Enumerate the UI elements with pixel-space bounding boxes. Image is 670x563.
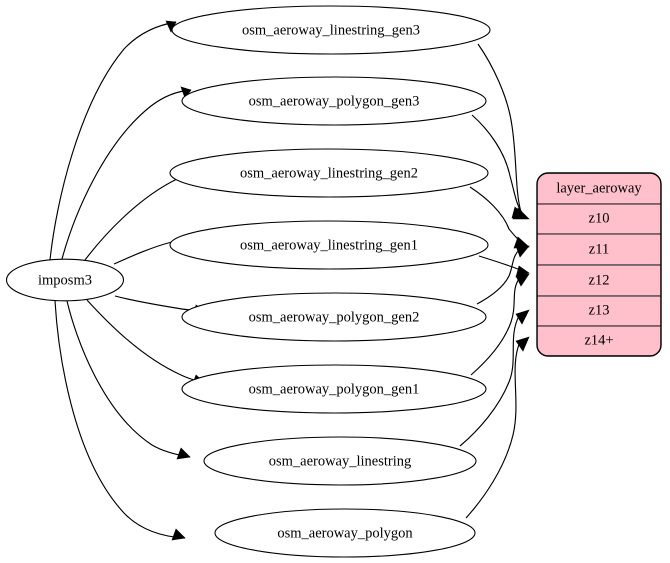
layer-row-z11-label: z11 bbox=[589, 241, 609, 257]
edge-osm_aeroway_linestring_gen2-to-z11 bbox=[469, 186, 530, 249]
layer-row-z13-label: z13 bbox=[589, 302, 610, 318]
layer-table-outline bbox=[536, 172, 662, 357]
edge-osm_aeroway_linestring-to-z13 bbox=[459, 309, 530, 447]
node-osm_aeroway_polygon_gen3-shape[interactable] bbox=[181, 76, 487, 126]
node-osm_aeroway_linestring_gen1[interactable]: osm_aeroway_linestring_gen1 bbox=[169, 220, 489, 270]
node-osm_aeroway_linestring-label: osm_aeroway_linestring bbox=[269, 453, 412, 469]
layer-row-z12-cell[interactable] bbox=[537, 264, 661, 297]
node-osm_aeroway_polygon_gen1-shape[interactable] bbox=[181, 364, 487, 414]
node-osm_aeroway_polygon-shape[interactable] bbox=[214, 508, 476, 558]
node-imposm3[interactable]: imposm3 bbox=[5, 258, 125, 302]
layer-row-z14plus-label: z14+ bbox=[584, 332, 613, 348]
node-osm_aeroway_linestring_gen2[interactable]: osm_aeroway_linestring_gen2 bbox=[169, 148, 489, 198]
node-osm_aeroway_polygon[interactable]: osm_aeroway_polygon bbox=[214, 508, 476, 558]
edge-imposm3-to-osm_aeroway_linestring bbox=[66, 300, 191, 460]
layer-row-z11-cell[interactable] bbox=[537, 233, 661, 266]
layer-row-header-cell[interactable] bbox=[537, 173, 661, 205]
layer-row-z14plus-cell[interactable] bbox=[537, 325, 661, 356]
node-osm_aeroway_polygon_gen2[interactable]: osm_aeroway_polygon_gen2 bbox=[181, 292, 487, 342]
layer-row-z12-label: z12 bbox=[589, 272, 610, 288]
layer-row-z10-cell[interactable] bbox=[537, 203, 661, 235]
edge-osm_aeroway_polygon_gen3-to-z10 bbox=[471, 114, 530, 220]
layer-row-z10-label: z10 bbox=[589, 210, 610, 226]
node-osm_aeroway_linestring_gen3-shape[interactable] bbox=[171, 5, 491, 55]
node-osm_aeroway_polygon-label: osm_aeroway_polygon bbox=[277, 525, 413, 541]
node-osm_aeroway_linestring_gen2-shape[interactable] bbox=[169, 148, 489, 198]
node-osm_aeroway_linestring_gen1-shape[interactable] bbox=[169, 220, 489, 270]
edge-osm_aeroway_polygon_gen2-to-z11 bbox=[476, 245, 530, 305]
node-layer_aeroway[interactable]: layer_aeroway z10 z11 z12 z13 z14+ bbox=[536, 172, 662, 357]
edge-osm_aeroway_polygon_gen1-to-z12 bbox=[470, 273, 530, 376]
node-osm_aeroway_polygon_gen1[interactable]: osm_aeroway_polygon_gen1 bbox=[181, 364, 487, 414]
node-osm_aeroway_linestring_gen3-label: osm_aeroway_linestring_gen3 bbox=[242, 22, 420, 38]
edge-osm_aeroway_polygon-to-z14plus bbox=[465, 336, 530, 519]
node-osm_aeroway_linestring_gen3[interactable]: osm_aeroway_linestring_gen3 bbox=[171, 5, 491, 55]
node-imposm3-shape[interactable] bbox=[5, 258, 125, 302]
node-osm_aeroway_linestring_gen2-label: osm_aeroway_linestring_gen2 bbox=[240, 165, 418, 181]
edge-group-tables-to-layer bbox=[459, 43, 530, 519]
node-osm_aeroway_polygon_gen3-label: osm_aeroway_polygon_gen3 bbox=[249, 93, 420, 109]
edge-osm_aeroway_linestring_gen3-to-z10 bbox=[477, 43, 528, 219]
layer-row-header-label: layer_aeroway bbox=[556, 180, 642, 196]
node-osm_aeroway_polygon_gen2-shape[interactable] bbox=[181, 292, 487, 342]
node-imposm3-label: imposm3 bbox=[38, 272, 92, 288]
node-osm_aeroway_linestring-shape[interactable] bbox=[203, 436, 477, 486]
node-osm_aeroway_polygon_gen1-label: osm_aeroway_polygon_gen1 bbox=[249, 381, 420, 397]
node-osm_aeroway_linestring[interactable]: osm_aeroway_linestring bbox=[203, 436, 477, 486]
node-osm_aeroway_polygon_gen3[interactable]: osm_aeroway_polygon_gen3 bbox=[181, 76, 487, 126]
node-osm_aeroway_polygon_gen2-label: osm_aeroway_polygon_gen2 bbox=[249, 309, 420, 325]
edge-imposm3-to-osm_aeroway_polygon bbox=[54, 300, 186, 541]
edge-imposm3-to-osm_aeroway_linestring_gen3 bbox=[49, 20, 177, 261]
node-osm_aeroway_linestring_gen1-label: osm_aeroway_linestring_gen1 bbox=[240, 237, 418, 253]
edge-osm_aeroway_linestring_gen1-to-z12 bbox=[478, 255, 530, 278]
